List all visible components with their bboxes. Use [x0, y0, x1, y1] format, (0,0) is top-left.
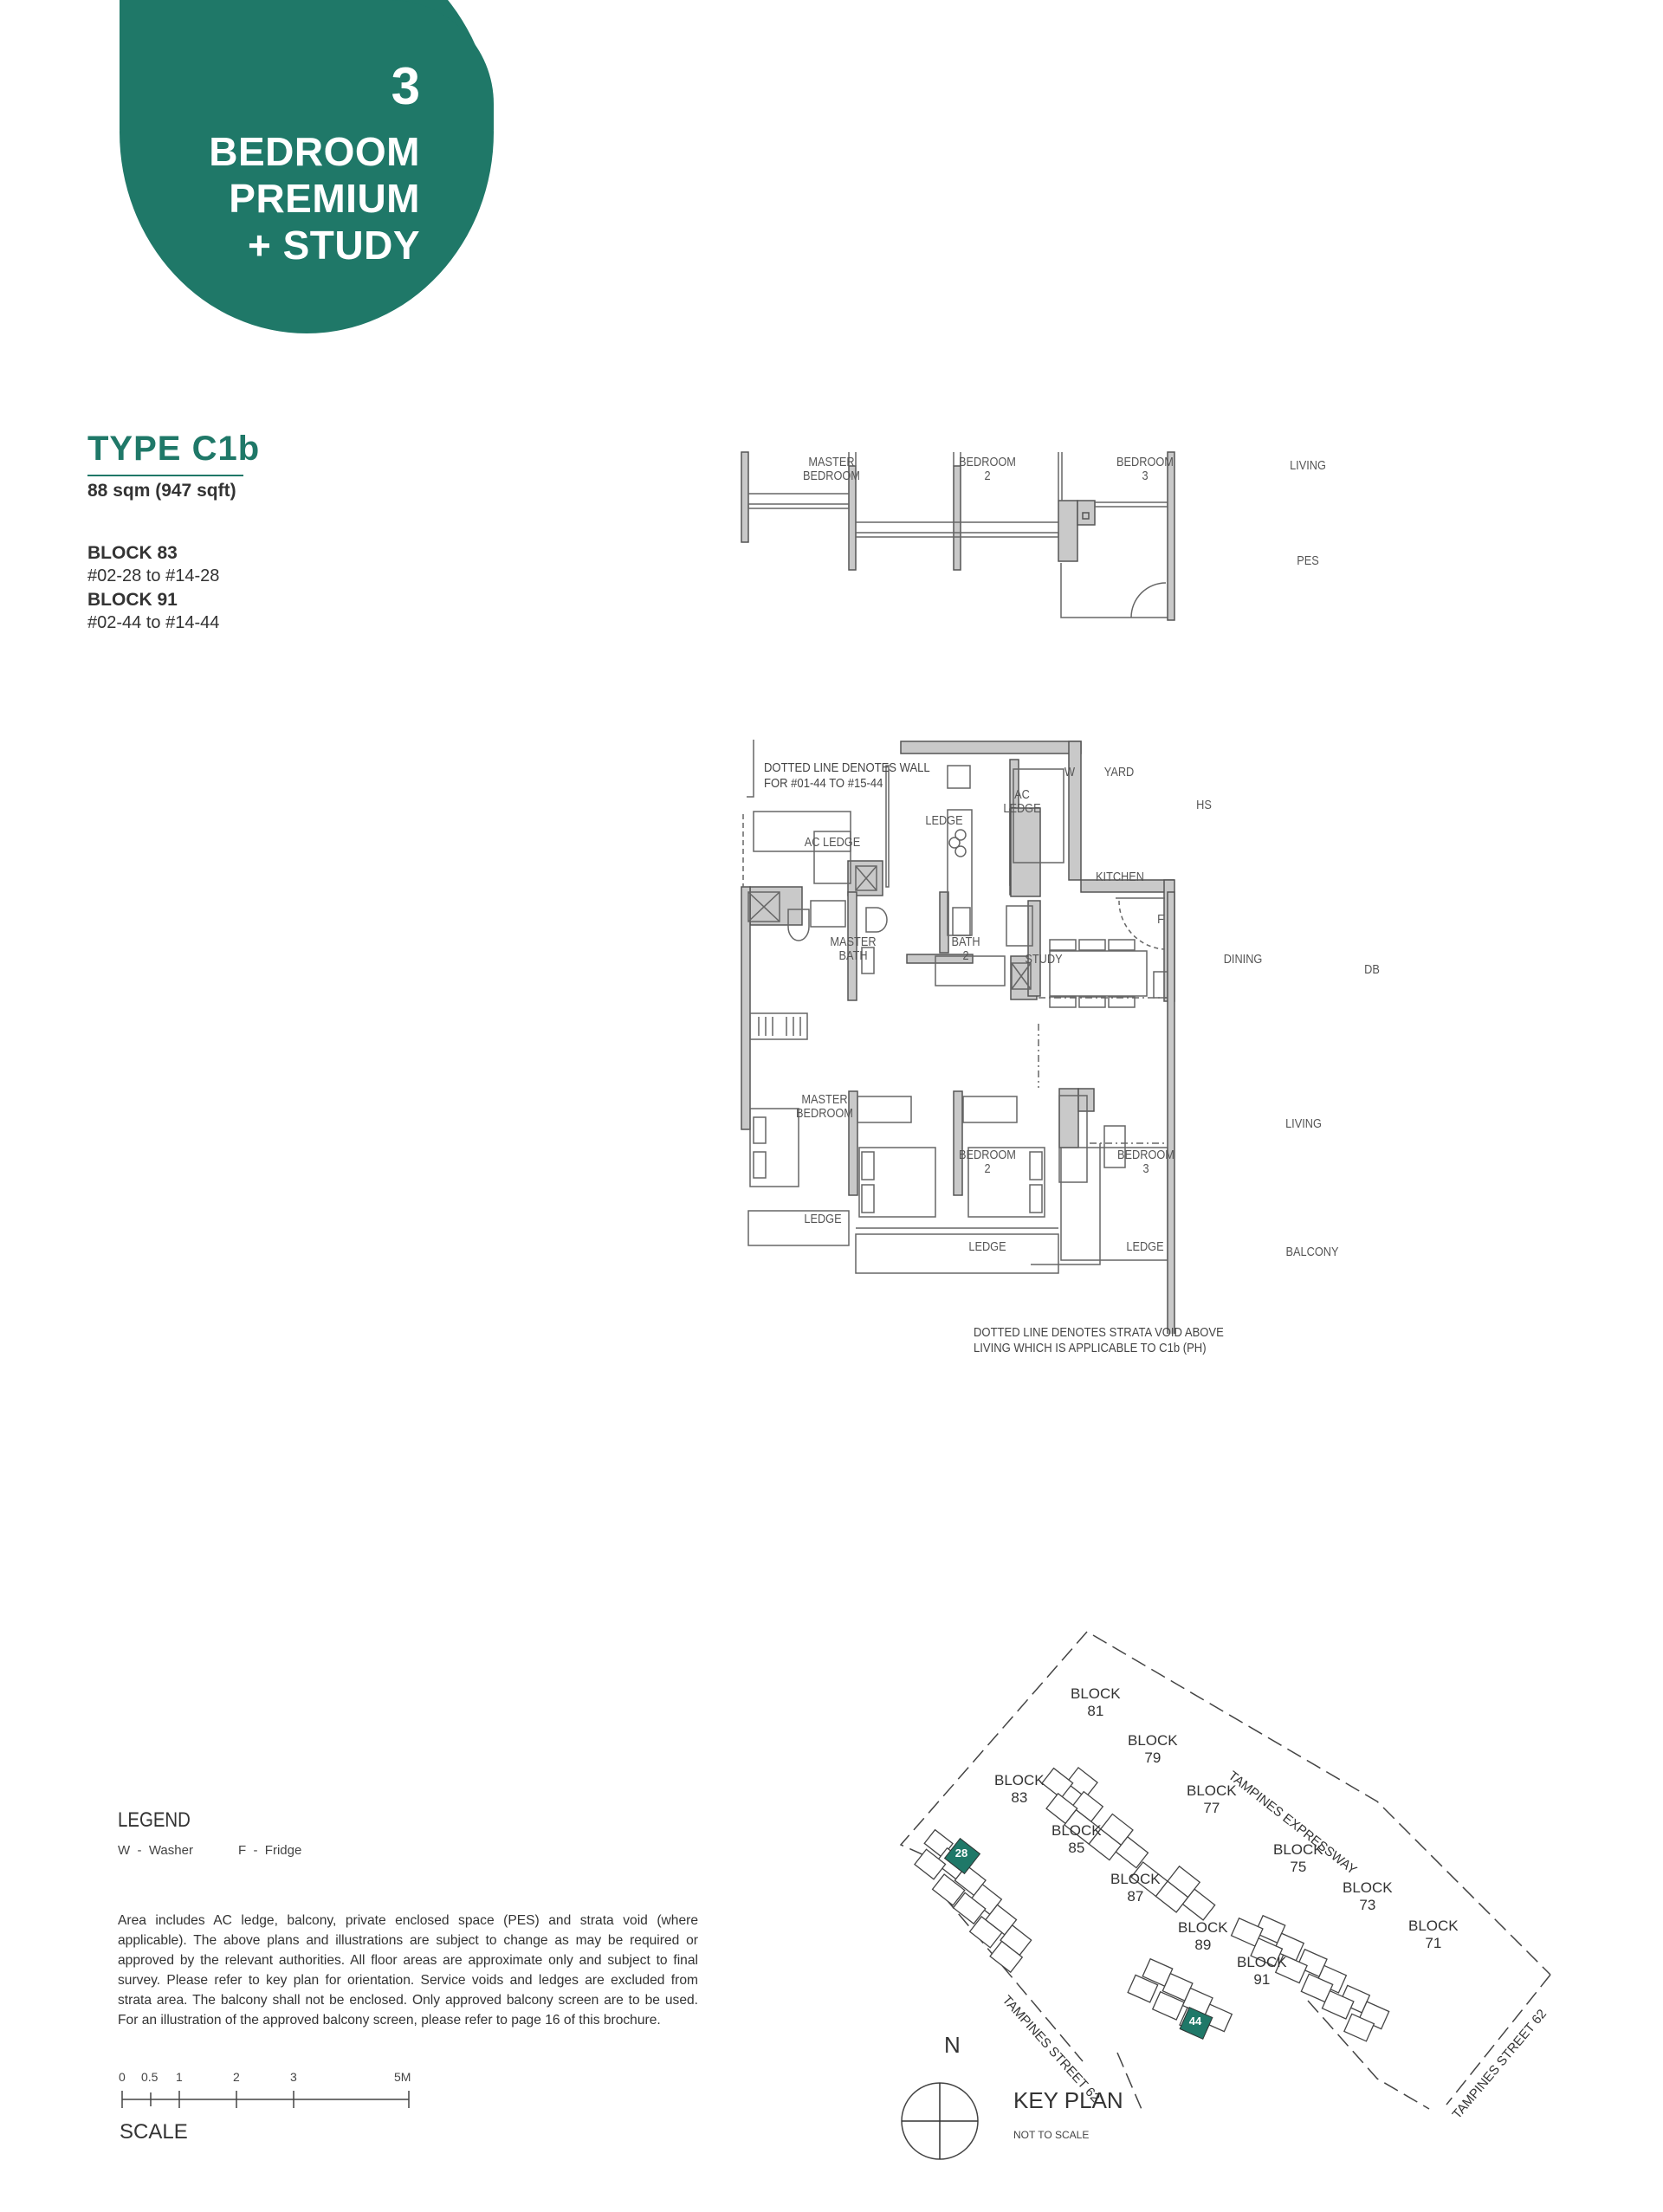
label-master-bath: MASTER BATH	[830, 935, 877, 963]
label-ledge-master: LEDGE	[804, 1212, 842, 1226]
scale-tick-0: 0	[119, 2070, 126, 2084]
floor-plan-drawing	[741, 740, 1175, 1334]
label-kitchen: KITCHEN	[1096, 870, 1144, 884]
unit-44-label: 44	[1188, 2015, 1202, 2028]
key-plan-map	[899, 1631, 1551, 2113]
label-ledge-bedroom3: LEDGE	[1126, 1239, 1164, 1254]
label-master-bedroom: MASTER BEDROOM	[796, 1092, 853, 1121]
unit-type-title: TYPE C1b	[87, 430, 261, 468]
label-fridge: F	[1157, 912, 1164, 927]
badge-line-study: + STUDY	[247, 223, 420, 268]
badge-line-premium: PREMIUM	[229, 176, 420, 221]
note-strata-void: DOTTED LINE DENOTES STRATA VOID ABOVE LI…	[974, 1326, 1224, 1356]
key-plan-subtitle: NOT TO SCALE	[1013, 2129, 1090, 2141]
label-yard: YARD	[1103, 765, 1135, 779]
legend-item-washer: W - Washer	[118, 1843, 193, 1858]
label-bedroom-3: BEDROOM 3	[1117, 1148, 1174, 1176]
scale-tick-1: 1	[176, 2070, 183, 2084]
label-bath-2: BATH 2	[951, 935, 980, 963]
block-units: #02-44 to #14-44	[87, 613, 220, 632]
label-ledge: LEDGE	[925, 813, 963, 828]
label-washer: W	[1064, 765, 1076, 779]
north-label: N	[944, 2032, 961, 2058]
label-dining: DINING	[1223, 952, 1263, 967]
legend-items: W - Washer F - Fridge	[118, 1843, 301, 1858]
strata-bedroom2-label: BEDROOM 2	[959, 455, 1016, 483]
scale-label: SCALE	[120, 2120, 188, 2144]
legend-item-fridge: F - Fridge	[237, 1843, 302, 1858]
badge-line-bedroom: BEDROOM	[209, 129, 420, 174]
compass-icon	[901, 2082, 979, 2160]
label-household-shelter: HS	[1196, 798, 1212, 812]
legend-title: LEGEND	[118, 1808, 191, 1832]
strata-pes-label: PES	[1297, 553, 1319, 568]
label-ac-ledge: AC LEDGE	[804, 835, 861, 850]
bedroom-count: 3	[391, 57, 420, 115]
label-balcony: BALCONY	[1285, 1245, 1339, 1259]
block-label: BLOCK 83	[87, 543, 178, 563]
note-dotted-wall: DOTTED LINE DENOTES WALL FOR #01-44 TO #…	[764, 761, 930, 792]
scale-tick-2: 2	[233, 2070, 240, 2084]
strata-living-label: LIVING	[1290, 458, 1326, 473]
strata-plan-drawing	[741, 451, 1175, 621]
strata-master-bedroom-label: MASTER BEDROOM	[803, 455, 860, 483]
block-label: BLOCK 91	[87, 590, 178, 610]
label-living: LIVING	[1285, 1116, 1322, 1131]
scale-bar	[121, 2091, 410, 2108]
unit-area: 88 sqm (947 sqft)	[87, 481, 236, 501]
key-plan-title: KEY PLAN	[1013, 2087, 1123, 2113]
scale-tick-5m: 5M	[394, 2070, 411, 2084]
disclaimer-text: Area includes AC ledge, balcony, private…	[118, 1913, 698, 2028]
block-units: #02-28 to #14-28	[87, 566, 220, 585]
scale-tick-3: 3	[290, 2070, 297, 2084]
strata-bedroom3-label: BEDROOM 3	[1116, 455, 1174, 483]
unit-type-badge-top	[120, 0, 494, 130]
label-bedroom-2: BEDROOM 2	[959, 1148, 1016, 1176]
title-underline	[87, 475, 243, 476]
label-ledge-bedroom2: LEDGE	[968, 1239, 1006, 1254]
scale-tick-0-5: 0.5	[141, 2070, 159, 2084]
label-study: STUDY	[1025, 952, 1063, 967]
label-ac-ledge-2: AC LEDGE	[1003, 787, 1041, 816]
unit-28-label: 28	[954, 1847, 968, 1860]
label-distribution-board: DB	[1364, 962, 1380, 977]
